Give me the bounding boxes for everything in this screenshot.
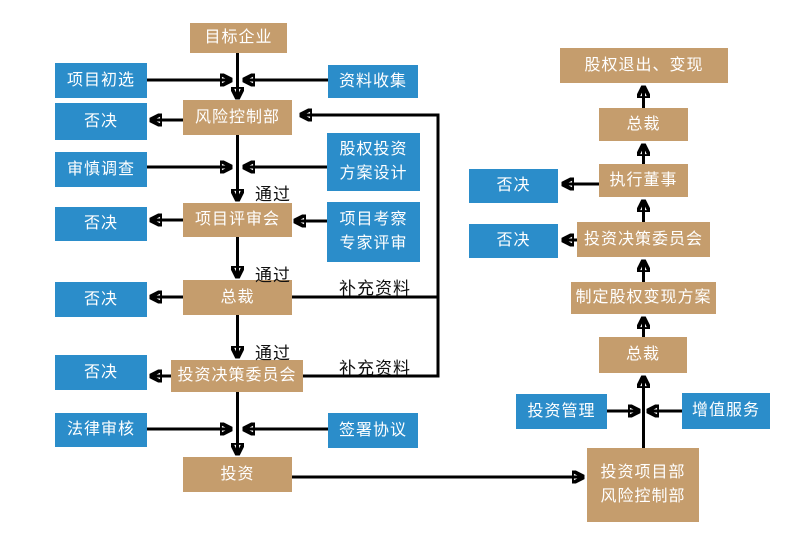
node-president-left: 总裁	[183, 280, 292, 315]
node-decision-committee-right: 投资决策委员会	[577, 222, 710, 257]
node-project-risk-dept: 投资项目部 风险控制部	[587, 448, 699, 522]
expert-review-line2: 专家评审	[339, 235, 408, 252]
node-president-bottom-right: 总裁	[599, 337, 687, 373]
equity-plan-design-line2: 方案设计	[339, 165, 408, 182]
expert-review-line1: 项目考察	[339, 211, 408, 228]
node-executive-director: 执行董事	[599, 164, 688, 197]
node-veto-risk: 否决	[55, 103, 147, 140]
edge-label-supplement-president: 补充资料	[339, 279, 411, 298]
node-president-top-right: 总裁	[599, 108, 688, 141]
node-project-preselection: 项目初选	[55, 63, 147, 98]
node-due-diligence: 审慎调查	[55, 152, 147, 187]
node-target-company: 目标企业	[190, 23, 287, 53]
node-expert-review: 项目考察 专家评审	[327, 202, 420, 262]
node-veto-committee-right: 否决	[469, 224, 558, 258]
edge-label-pass-committee: 通过	[255, 344, 291, 363]
node-equity-exit: 股权退出、变现	[560, 48, 728, 83]
node-project-review-meeting: 项目评审会	[183, 203, 292, 237]
edge-label-pass-review: 通过	[255, 185, 291, 204]
equity-plan-design-line1: 股权投资	[339, 141, 408, 158]
node-sign-agreement: 签署协议	[328, 413, 418, 448]
node-data-collection: 资料收集	[328, 65, 418, 98]
node-decision-committee-left: 投资决策委员会	[171, 360, 303, 392]
node-veto-review: 否决	[55, 207, 147, 241]
edge-label-supplement-committee: 补充资料	[339, 359, 411, 378]
node-value-added-services: 增值服务	[682, 393, 770, 429]
node-veto-director: 否决	[469, 169, 558, 203]
project-risk-dept-line1: 投资项目部	[600, 464, 686, 481]
edge-label-pass-president: 通过	[255, 266, 291, 285]
node-investment: 投资	[183, 457, 292, 492]
node-legal-review: 法律审核	[55, 413, 147, 447]
node-equity-liquidation-plan: 制定股权变现方案	[571, 282, 716, 314]
node-risk-control-dept: 风险控制部	[183, 100, 292, 135]
node-veto-committee: 否决	[55, 355, 147, 390]
node-equity-plan-design: 股权投资 方案设计	[327, 133, 420, 191]
node-veto-president: 否决	[55, 282, 147, 317]
project-risk-dept-line2: 风险控制部	[600, 488, 686, 505]
node-investment-management: 投资管理	[516, 394, 607, 429]
